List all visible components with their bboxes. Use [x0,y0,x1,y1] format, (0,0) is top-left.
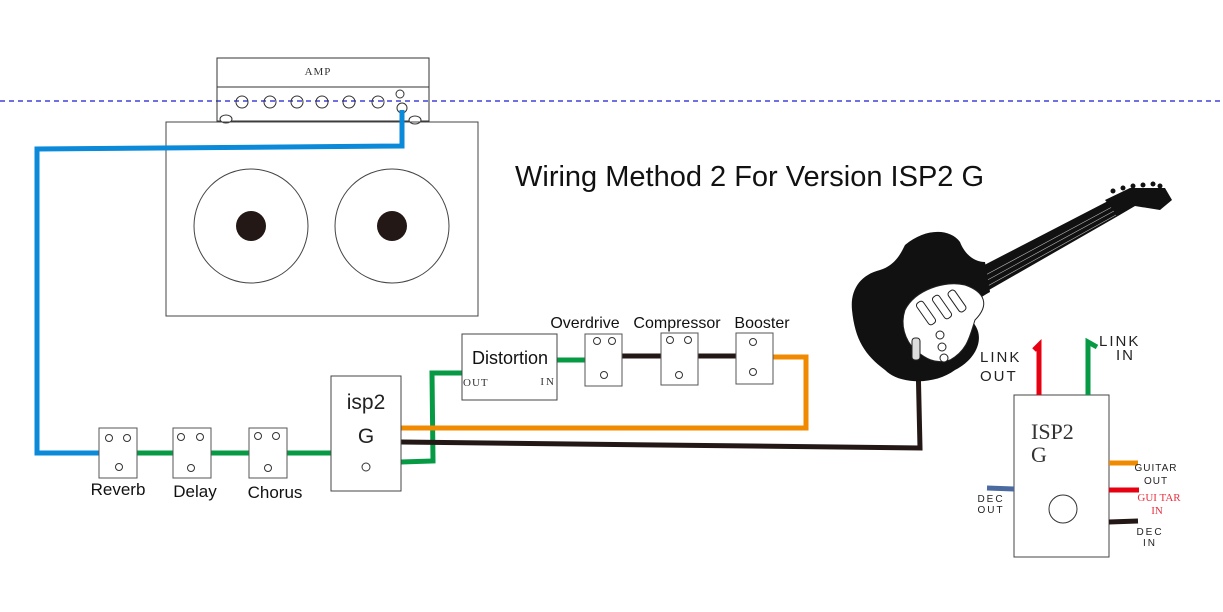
orange-cable [401,354,809,431]
isp2-large-line2: G [1031,442,1047,467]
electric-guitar-icon [851,181,1172,382]
delay-label: Delay [173,482,217,501]
speaker [193,168,309,284]
link-in-label: LINK [1099,333,1140,350]
dec-out-label-2: OUT [977,505,1004,516]
guitar-in-label: GUI TAR [1137,492,1181,504]
blue-cable [34,110,405,456]
black-cable-guitar [400,359,923,451]
speaker [334,168,450,284]
isp2-large-line1: ISP2 [1031,419,1074,444]
dec-in-label: DEC [1136,527,1163,538]
link-out-cable[interactable] [1032,338,1042,395]
amp-knobs [235,89,408,114]
reverb-label: Reverb [91,480,146,499]
isp2-small-unit[interactable]: isp2 G [330,375,402,492]
compressor-label: Compressor [633,315,721,332]
speaker-cone [377,211,407,241]
delay-pedal[interactable] [172,427,212,479]
link-in-label-2: IN [1116,347,1135,364]
diagram-title: Wiring Method 2 For Version ISP2 G [515,161,984,193]
isp2-large-unit[interactable]: ISP2 G [1013,394,1110,558]
dec-in-cable[interactable] [1108,518,1139,525]
dec-out-label: DEC [977,494,1004,505]
distortion-pedal[interactable]: Distortion OUT IN [461,333,558,401]
speaker-cone [236,211,266,241]
amp-knob [342,95,356,109]
guitar-in-label-2: IN [1151,505,1163,517]
guitar-out-label: GUITAR [1134,463,1177,474]
amp-knob [235,95,249,109]
amp-knob [371,95,385,109]
chorus-label: Chorus [248,483,303,502]
reverb-pedal[interactable] [98,427,138,479]
booster-pedal[interactable] [735,332,774,385]
isp2-small-line1: isp2 [347,391,386,414]
distortion-label: Distortion [472,348,548,368]
compressor-pedal[interactable] [660,332,699,386]
amp-knob [315,95,329,109]
amp-jack [395,89,405,99]
amp-head: AMP [216,57,430,125]
guitar-out-label-2: OUT [1144,476,1168,487]
green-cable [400,370,462,465]
amp-cabinet [165,121,479,317]
amp-knob [290,95,304,109]
link-in-cable[interactable] [1085,337,1099,395]
dec-out-cable[interactable] [986,485,1015,492]
chorus-pedal[interactable] [248,427,288,479]
amp-label: AMP [305,66,332,78]
isp2-small-line2: G [358,425,374,448]
link-out-label: LINK [980,349,1021,366]
amp-knob [263,95,277,109]
overdrive-label: Overdrive [550,315,619,332]
distortion-in-label: IN [540,376,556,388]
dec-in-label-2: IN [1143,538,1157,549]
booster-label: Booster [734,315,790,332]
link-out-label-2: OUT [980,368,1018,385]
distortion-out-label: OUT [463,377,489,389]
footswitch [1048,494,1078,524]
overdrive-pedal[interactable] [584,333,623,387]
